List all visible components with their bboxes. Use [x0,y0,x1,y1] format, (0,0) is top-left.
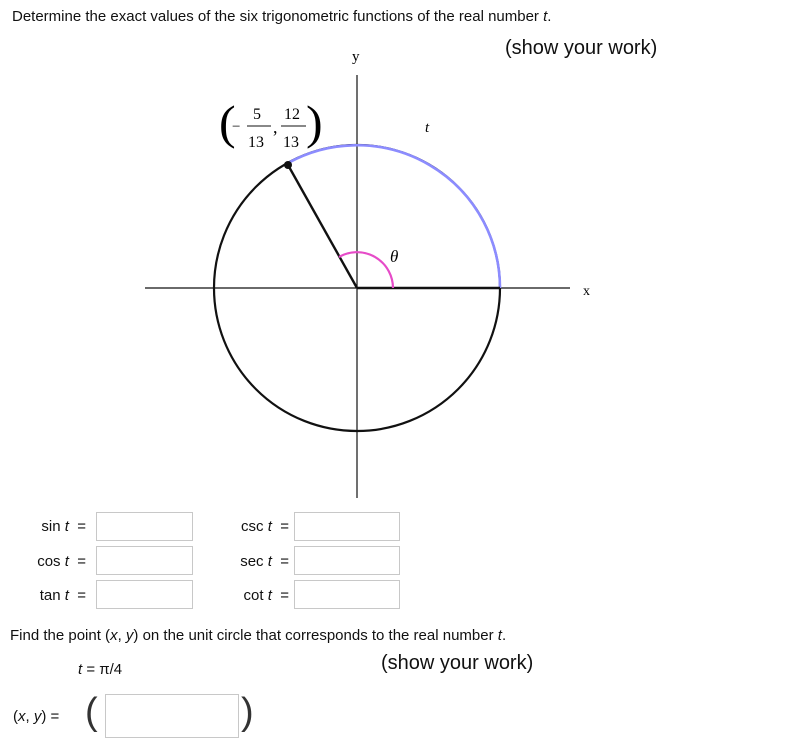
point-y-numerator: 12 [284,106,300,123]
csc-eq: = [280,518,289,535]
cot-label: cot t = [205,587,289,604]
point-x-numerator: 5 [253,106,261,123]
point-x-sign: − [232,119,240,135]
question1-prompt-var: t [543,8,548,25]
question1-prompt: Determine the exact values of the six tr… [12,8,551,25]
unit-circle-diagram: x y θ t ( − 5 13 , 12 13 ) [145,49,590,498]
point-comma: , [273,117,278,137]
question2-prompt: Find the point (x, y) on the unit circle… [10,627,506,644]
question2-prompt-end: . [501,627,507,644]
xy-close-paren: ) [241,691,254,733]
question2-prompt-t: t [497,627,502,644]
arc-t [287,143,502,289]
t-value-line: t = π/4 [78,661,122,678]
csc-var: t [267,518,272,535]
point-label-open-paren: ( [219,97,236,150]
cos-label: cos t = [10,553,86,570]
xy-label-open: ( [13,708,18,725]
question1-show-work: (show your work) [505,37,658,59]
cot-var: t [267,587,272,604]
question2-prompt-x: x [110,627,118,644]
xy-open-paren: ( [85,691,98,733]
sin-input[interactable] [96,512,193,541]
csc-label: csc t = [205,518,289,535]
theta-label: θ [390,247,398,266]
cot-func: cot [243,587,264,604]
tan-eq: = [77,587,86,604]
sin-var: t [64,518,69,535]
question2-prompt-mid: ) on the unit circle that corresponds to… [133,627,498,644]
y-axis-label: y [352,49,360,65]
cos-eq: = [77,553,86,570]
angle-theta-arc [338,251,395,289]
sec-var: t [267,553,272,570]
question2-show-work: (show your work) [381,652,534,674]
x-axis-label: x [583,284,590,299]
point-label-close-paren: ) [306,97,323,150]
sec-func: sec [240,553,264,570]
cos-var: t [64,553,69,570]
tan-label: tan t = [10,587,86,604]
sin-eq: = [77,518,86,535]
xy-label-x: x [18,708,26,725]
question2-prompt-sep: , [117,627,126,644]
cos-input[interactable] [96,546,193,575]
t-value-var: t [78,661,83,678]
cot-eq: = [280,587,289,604]
sin-func: sin [41,518,61,535]
sec-eq: = [280,553,289,570]
question1-prompt-text: Determine the exact values of the six tr… [12,8,544,25]
arc-t-label: t [425,120,430,136]
sec-input[interactable] [294,546,400,575]
csc-input[interactable] [294,512,400,541]
xy-answer-input[interactable] [105,694,239,738]
tan-func: tan [39,587,61,604]
xy-label-y: y [33,708,42,725]
tan-input[interactable] [96,580,193,609]
question1-prompt-end: . [547,8,552,25]
question2-prompt-text: Find the point ( [10,627,111,644]
xy-label-sep: , [25,708,34,725]
xy-answer-label: (x, y) = [13,708,59,725]
csc-func: csc [241,518,264,535]
point-y-denominator: 13 [283,134,299,151]
tan-var: t [64,587,69,604]
sec-label: sec t = [205,553,289,570]
terminal-side [286,164,359,289]
point-label: ( − 5 13 , 12 13 ) [219,97,323,151]
t-value: = π/4 [82,661,123,678]
terminal-point [284,161,292,169]
point-x-denominator: 13 [248,134,264,151]
cos-func: cos [37,553,61,570]
xy-label-close: ) = [41,708,60,725]
question2-prompt-y: y [125,627,134,644]
sin-label: sin t = [10,518,86,535]
cot-input[interactable] [294,580,400,609]
